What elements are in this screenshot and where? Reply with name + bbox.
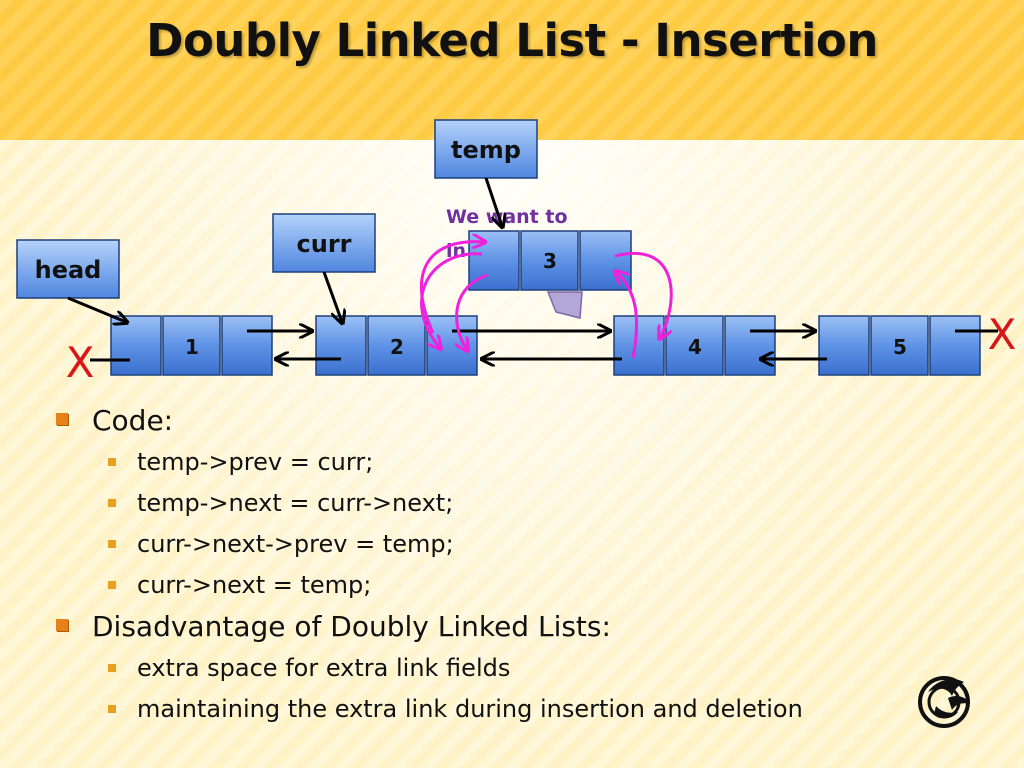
curr-arrow [322,271,342,322]
new-link-inner-arrow [457,273,489,350]
slide-title: Doubly Linked List - Insertion [146,14,878,67]
sub-bullet-square-icon [108,540,116,548]
list-node-4: 4 [613,315,776,376]
disadvantage-item-text: maintaining the extra link during insert… [137,695,803,723]
bullet-square-icon [56,619,68,631]
list-node-2: 2 [315,315,478,376]
code-line: temp->prev = curr; [50,442,950,483]
new-link-next-prev [616,272,639,359]
code-line: curr->next = temp; [50,565,950,606]
node-4-data-field [665,315,724,376]
code-line: temp->next = curr->next; [50,483,950,524]
temp-pointer-label: temp [451,136,521,164]
curr-pointer: curr [272,213,376,273]
head-pointer-label: head [35,256,102,284]
bullet-code-text: Code: [92,404,174,437]
note-text-line-1: We want to [446,206,568,228]
node-4-prev-field [613,315,665,376]
node-2-data-field [367,315,426,376]
node-1-value: 1 [185,335,199,359]
head-arrow [67,296,126,322]
code-line-text: temp->next = curr->next; [137,489,454,517]
node-2-next-field [426,315,478,376]
node-1-next-field [221,315,273,376]
bullet-code: Code: [50,400,950,442]
node-4-next-field [724,315,776,376]
bullet-list: Code: temp->prev = curr; temp->next = cu… [50,400,950,730]
node-4-value: 4 [688,335,702,359]
list-node-1: 1 [110,315,273,376]
list-node-3: 3 [468,230,632,291]
temp-pointer: temp [434,119,538,179]
disadvantage-item: maintaining the extra link during insert… [50,689,950,730]
curr-pointer-box [272,213,376,273]
new-link-curr-next [420,242,484,334]
linked-list-diagram: 1 2 4 5 We want to in 3 head curr [16,119,1017,387]
disadvantage-item: extra space for extra link fields [50,648,950,689]
node-5-data-field [870,315,929,376]
new-link-temp-prev [420,252,483,348]
sub-bullet-square-icon [108,458,116,466]
node-3-value: 3 [543,249,557,273]
bullet-disadvantage: Disadvantage of Doubly Linked Lists: [50,606,950,648]
list-node-5: 5 [818,315,981,376]
code-line-text: curr->next->prev = temp; [137,530,454,558]
code-line: curr->next->prev = temp; [50,524,950,565]
sub-bullet-square-icon [108,664,116,672]
null-x-left: X [66,338,95,387]
sub-bullet-square-icon [108,581,116,589]
code-line-text: curr->next = temp; [137,571,372,599]
title-band [0,0,1024,140]
callout-pointer [546,291,583,319]
curr-pointer-label: curr [297,230,352,258]
code-line-text: temp->prev = curr; [137,448,374,476]
disadvantage-item-text: extra space for extra link fields [137,654,511,682]
null-x-right: X [988,310,1017,359]
sub-bullet-square-icon [108,705,116,713]
bullet-disadvantage-text: Disadvantage of Doubly Linked Lists: [92,610,611,643]
node-3-data-field [520,230,579,291]
node-5-prev-field [818,315,870,376]
node-2-value: 2 [390,335,404,359]
head-pointer: head [16,239,120,299]
bullet-square-icon [56,413,68,425]
sub-bullet-square-icon [108,499,116,507]
temp-pointer-box [434,119,538,179]
node-1-prev-field [110,315,162,376]
node-5-next-field [929,315,981,376]
pegasus-logo-icon [918,676,970,728]
node-2-prev-field [315,315,367,376]
new-link-temp-next [614,252,673,338]
node-1-data-field [162,315,221,376]
node-5-value: 5 [893,335,907,359]
temp-arrow [484,177,502,226]
